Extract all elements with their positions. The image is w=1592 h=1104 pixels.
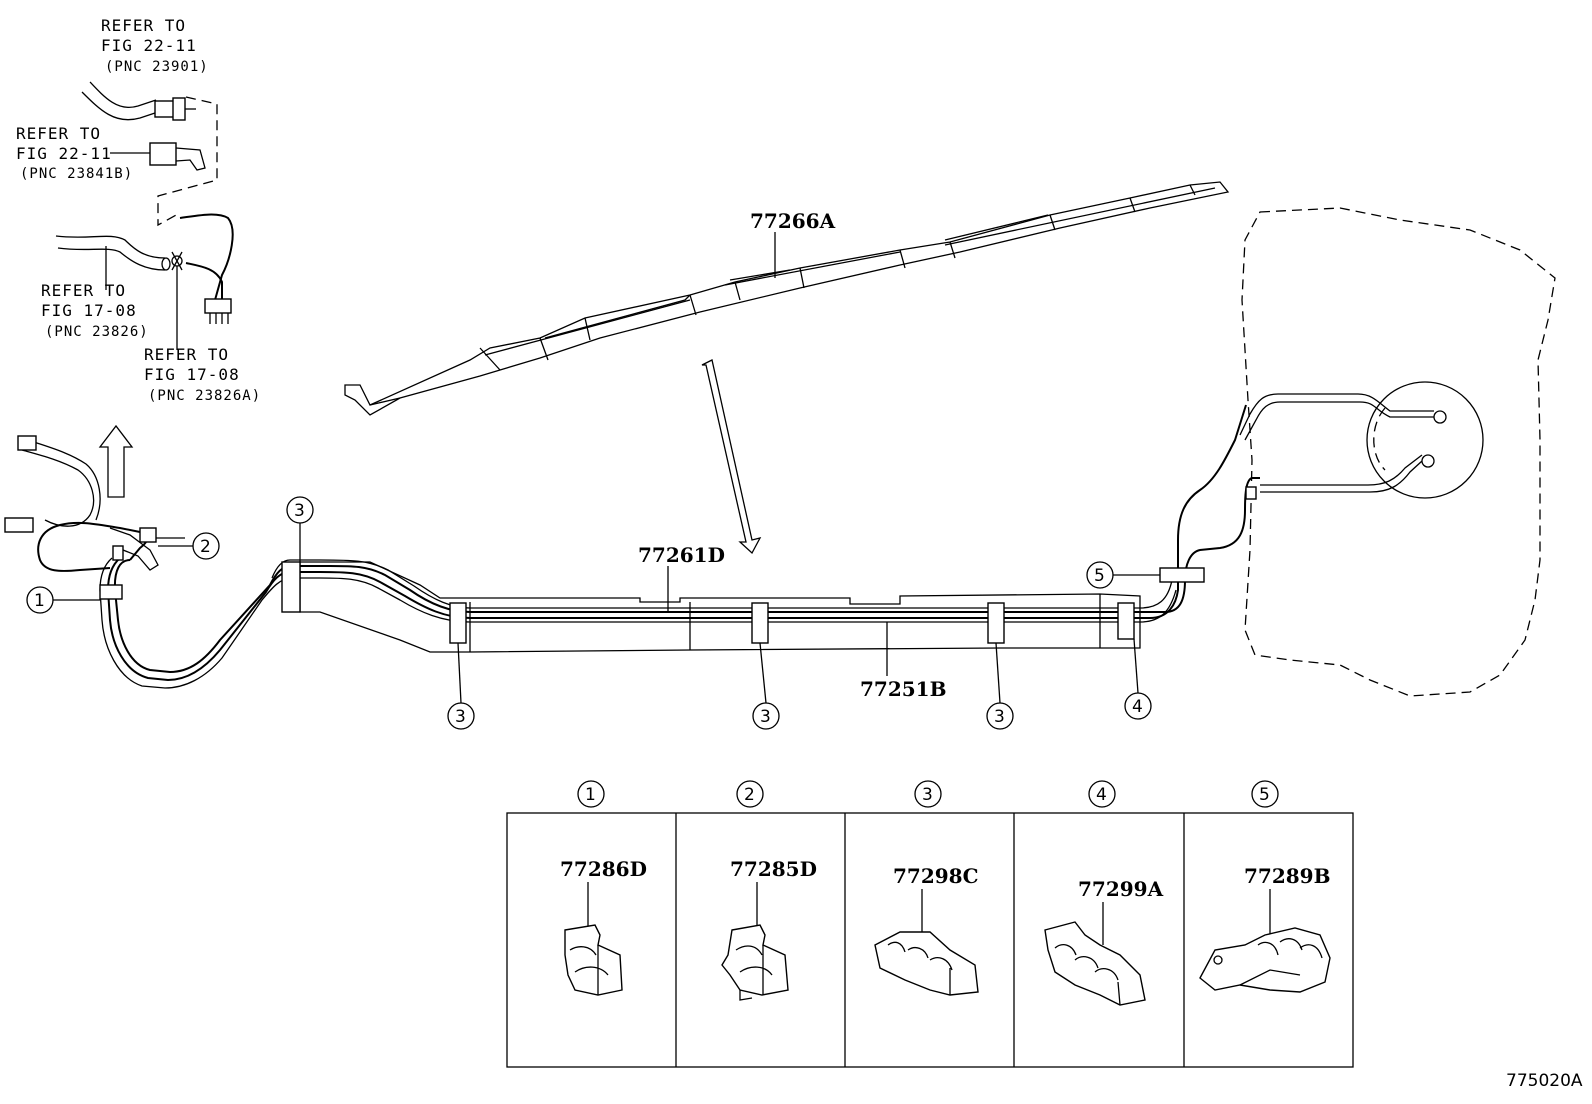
clamp-table-col-4: 4 77299A bbox=[1044, 780, 1164, 1006]
part-label-77261D: 77261D bbox=[638, 543, 725, 567]
svg-text:77285D: 77285D bbox=[730, 857, 817, 881]
svg-text:1: 1 bbox=[585, 785, 596, 805]
svg-text:3: 3 bbox=[922, 785, 933, 805]
clamp-3-marker-a bbox=[281, 561, 301, 613]
callout-1: 1 bbox=[26, 586, 100, 614]
svg-text:5: 5 bbox=[1094, 566, 1105, 586]
quick-connector-icon bbox=[154, 100, 176, 118]
fuel-tank-outline bbox=[1241, 207, 1556, 697]
svg-text:77298C: 77298C bbox=[893, 864, 979, 888]
svg-text:1: 1 bbox=[34, 591, 45, 611]
clamp-table-col-1: 1 77286D bbox=[560, 780, 647, 996]
svg-text:2: 2 bbox=[744, 785, 755, 805]
clamp-77289B-icon bbox=[1199, 927, 1331, 993]
clamp-3-marker-b bbox=[449, 602, 467, 644]
clamp-3-marker-d bbox=[987, 602, 1005, 644]
up-arrow-icon bbox=[98, 424, 134, 498]
clamp-77286D-icon bbox=[564, 924, 623, 996]
svg-text:(PNC 23901): (PNC 23901) bbox=[105, 59, 209, 75]
clamp-1-marker bbox=[99, 584, 123, 600]
svg-text:(PNC 23826A): (PNC 23826A) bbox=[148, 388, 261, 404]
callout-2: 2 bbox=[158, 532, 220, 560]
clamp-77299A-icon bbox=[1044, 921, 1146, 1006]
ref-label-3: REFER TO FIG 17-08 (PNC 23826) bbox=[41, 281, 149, 340]
svg-text:77286D: 77286D bbox=[560, 857, 647, 881]
callout-4: 4 bbox=[1124, 638, 1152, 720]
svg-text:REFER TO: REFER TO bbox=[101, 16, 186, 35]
callout-3-top: 3 bbox=[286, 496, 314, 562]
callout-5: 5 bbox=[1086, 561, 1160, 589]
callout-3-c: 3 bbox=[752, 642, 780, 730]
clamp-77298C-icon bbox=[874, 931, 979, 996]
fuel-pump-flange bbox=[1366, 381, 1484, 499]
connector-bracket-icon bbox=[149, 142, 177, 166]
svg-text:77289B: 77289B bbox=[1244, 864, 1330, 888]
ref-label-1: REFER TO FIG 22-11 (PNC 23901) bbox=[101, 16, 209, 75]
clamp-4-marker bbox=[1117, 602, 1135, 640]
svg-text:3: 3 bbox=[294, 501, 305, 521]
clamp-table-col-5: 5 77289B bbox=[1199, 780, 1331, 993]
svg-text:FIG 22-11: FIG 22-11 bbox=[101, 36, 197, 55]
svg-text:FIG 17-08: FIG 17-08 bbox=[41, 301, 137, 320]
svg-text:2: 2 bbox=[200, 537, 211, 557]
part-label-77251B: 77251B bbox=[860, 677, 946, 701]
clamp-3-marker-c bbox=[751, 602, 769, 644]
svg-text:(PNC 23826): (PNC 23826) bbox=[45, 324, 149, 340]
svg-text:(PNC 23841B): (PNC 23841B) bbox=[20, 166, 133, 182]
part-label-77266A: 77266A bbox=[750, 209, 836, 233]
down-arrow-icon bbox=[701, 359, 762, 555]
hose-end-icon bbox=[17, 435, 37, 451]
clamp-table-col-2: 2 77285D bbox=[721, 780, 817, 1001]
svg-text:REFER TO: REFER TO bbox=[16, 124, 101, 143]
svg-text:4: 4 bbox=[1096, 785, 1107, 805]
figure-id: 775020A bbox=[1506, 1071, 1583, 1091]
svg-text:FIG 17-08: FIG 17-08 bbox=[144, 365, 240, 384]
upper-hose-assembly bbox=[55, 81, 234, 350]
svg-text:3: 3 bbox=[455, 707, 466, 727]
callout-3-b: 3 bbox=[447, 642, 475, 730]
clamp-table: 1 77286D 2 77285D 3 77298C bbox=[506, 780, 1354, 1068]
clamp-77285D-icon bbox=[721, 924, 789, 1001]
tube-protector-77266A: 77266A bbox=[344, 181, 1230, 416]
clamp-table-col-3: 3 77298C bbox=[874, 780, 979, 996]
ref-label-2: REFER TO FIG 22-11 (PNC 23841B) bbox=[16, 124, 133, 182]
svg-text:77299A: 77299A bbox=[1078, 877, 1164, 901]
svg-text:REFER TO: REFER TO bbox=[144, 345, 229, 364]
svg-text:4: 4 bbox=[1132, 697, 1143, 717]
svg-text:3: 3 bbox=[760, 707, 771, 727]
svg-text:FIG 22-11: FIG 22-11 bbox=[16, 144, 112, 163]
svg-text:5: 5 bbox=[1259, 785, 1270, 805]
ref-label-4: REFER TO FIG 17-08 (PNC 23826A) bbox=[144, 345, 261, 404]
svg-text:3: 3 bbox=[994, 707, 1005, 727]
electrical-connector-icon bbox=[204, 298, 232, 314]
callout-3-d: 3 bbox=[986, 642, 1014, 730]
fuel-tube-run: 77261D 77251B bbox=[4, 404, 1260, 701]
svg-text:REFER TO: REFER TO bbox=[41, 281, 126, 300]
clamp-5-marker bbox=[1159, 567, 1205, 583]
